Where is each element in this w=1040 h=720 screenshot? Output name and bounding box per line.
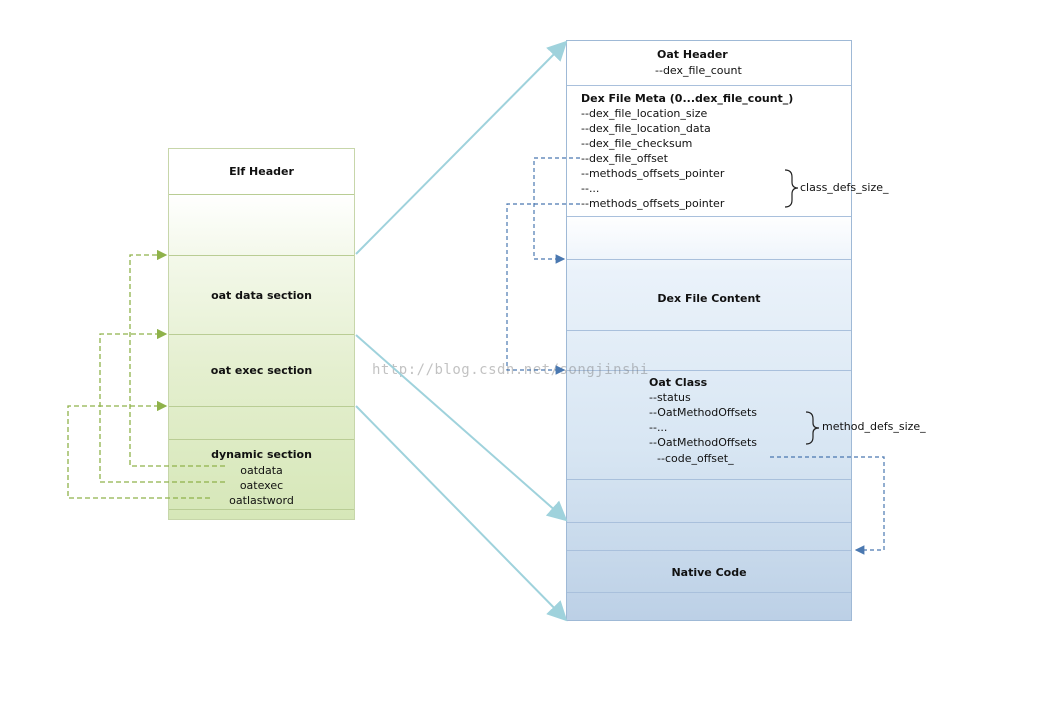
- native-code-cell: Native Code: [567, 551, 851, 593]
- braces: [784, 169, 820, 445]
- elf-blank-cell: [169, 195, 354, 256]
- symbol-oatlastword: oatlastword: [229, 493, 294, 507]
- elf-file-block: Elf Header oat data section oat exec sec…: [168, 148, 355, 520]
- dex-file-content-cell: Dex File Content: [567, 260, 851, 331]
- oat-blank-cell-2: [567, 331, 851, 371]
- oat-data-section-cell: oat data section: [169, 256, 354, 335]
- oat-data-section-label: oat data section: [211, 288, 312, 302]
- oat-class-title: Oat Class: [649, 376, 708, 389]
- dex-file-offset-arrow: [533, 157, 580, 264]
- bottom-connector-line: [355, 405, 568, 622]
- oat-blank-cell: [567, 217, 851, 260]
- oat-file-block: Oat Header --dex_file_count Dex File Met…: [566, 40, 852, 621]
- oat-blank-cell-4: [567, 523, 851, 551]
- oat-header-field: --dex_file_count: [655, 64, 742, 77]
- native-code-label: Native Code: [671, 566, 747, 579]
- dex-meta-field: --dex_file_offset: [581, 152, 668, 165]
- oat-exec-section-label: oat exec section: [210, 364, 313, 377]
- elf-header-cell: Elf Header: [169, 149, 354, 195]
- oat-blank-cell-3: [567, 480, 851, 523]
- oat-class-cell: Oat Class --status --OatMethodOffsets --…: [567, 371, 851, 480]
- dex-meta-field: --methods_offsets_pointer: [581, 197, 725, 210]
- dex-meta-field: --dex_file_location_data: [581, 122, 711, 135]
- oat-class-field: --status: [649, 391, 691, 404]
- middle-connector-line: [355, 334, 568, 522]
- top-connector-line: [355, 40, 568, 255]
- dex-file-meta-title: Dex File Meta (0...dex_file_count_): [581, 92, 794, 105]
- class-defs-brace: [784, 169, 799, 208]
- oat-class-field: --OatMethodOffsets: [649, 436, 757, 449]
- dynamic-section-cell: dynamic section oatdata oatexec oatlastw…: [169, 440, 354, 510]
- oat-header-cell: Oat Header --dex_file_count: [567, 41, 851, 86]
- watermark-text: http://blog.csdn.net/songjinshi: [372, 362, 649, 378]
- oatexec-arrow: [99, 328, 225, 483]
- dex-file-meta-cell: Dex File Meta (0...dex_file_count_) --de…: [567, 86, 851, 217]
- oat-class-field: --...: [649, 421, 668, 434]
- method-defs-brace: [805, 411, 820, 445]
- dex-meta-field: --dex_file_checksum: [581, 137, 693, 150]
- dex-file-content-label: Dex File Content: [657, 292, 761, 305]
- code-offset-field: --code_offset_: [657, 452, 734, 465]
- oat-exec-section-cell: oat exec section: [169, 335, 354, 407]
- class-defs-size-label: class_defs_size_: [800, 181, 889, 194]
- dex-meta-field: --...: [581, 182, 600, 195]
- elf-header-label: Elf Header: [229, 165, 294, 178]
- expansion-lines: [355, 40, 568, 622]
- code-offset-arrow: [770, 456, 885, 555]
- elf-blank-cell-2: [169, 407, 354, 440]
- symbol-oatexec: oatexec: [239, 478, 284, 492]
- dex-meta-field: --dex_file_location_size: [581, 107, 708, 120]
- method-defs-size-label: method_defs_size_: [822, 420, 926, 433]
- symbol-oatdata: oatdata: [240, 463, 283, 477]
- oat-header-title: Oat Header: [657, 48, 728, 61]
- green-dashed-arrows: [67, 249, 225, 499]
- dynamic-section-title: dynamic section: [211, 447, 312, 461]
- oat-class-field: --OatMethodOffsets: [649, 406, 757, 419]
- oatdata-arrow: [129, 249, 225, 467]
- dex-meta-field: --methods_offsets_pointer: [581, 167, 725, 180]
- oatlastword-arrow: [67, 400, 210, 499]
- methods-offsets-pointer-arrow: [506, 203, 580, 375]
- blue-dashed-arrows: [506, 157, 885, 555]
